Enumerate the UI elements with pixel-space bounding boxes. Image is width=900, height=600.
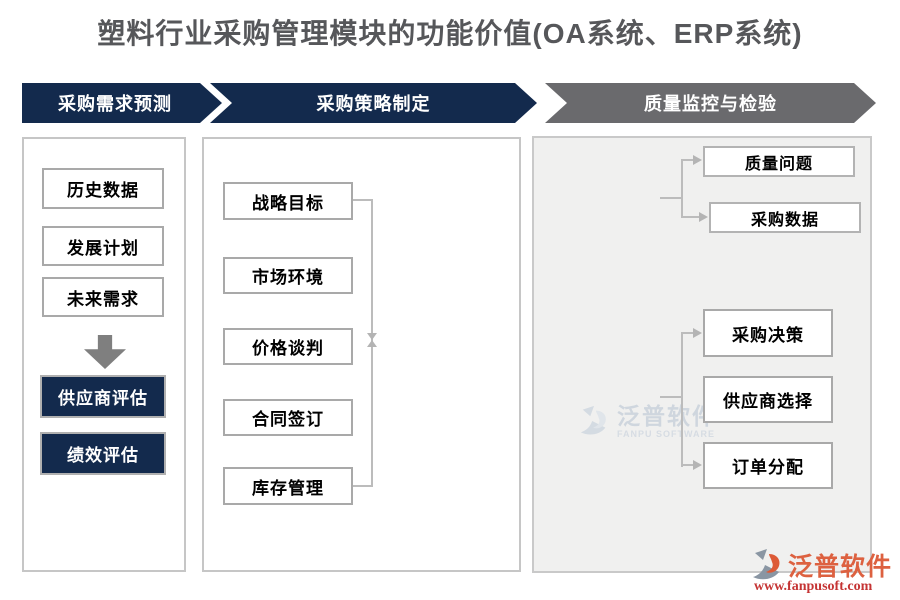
stage-banner-strategy: 采购策略制定 (210, 83, 537, 123)
box-inventory-management: 库存管理 (223, 467, 353, 505)
fanpu-watermark-icon (578, 403, 612, 444)
arrowhead-icon (693, 328, 702, 338)
arrowhead-icon (693, 460, 702, 470)
box-supplier-evaluation: 供应商评估 (40, 375, 166, 418)
box-procurement-decision: 采购决策 (703, 309, 833, 357)
stage-banner-demand-forecast: 采购需求预测 (22, 83, 222, 123)
connector-line (660, 396, 682, 398)
box-price-negotiation: 价格谈判 (223, 328, 353, 365)
page-title: 塑料行业采购管理模块的功能价值(OA系统、ERP系统) (97, 18, 803, 49)
watermark-subtitle: FANPU SOFTWARE (617, 429, 716, 439)
connector-line (681, 333, 683, 467)
box-procurement-data: 采购数据 (709, 202, 861, 233)
connector-line (353, 485, 373, 487)
fanpu-logo-icon (750, 547, 786, 588)
box-future-demand: 未来需求 (42, 277, 164, 317)
arrowhead-icon (699, 212, 708, 222)
connector-line (681, 464, 694, 466)
stage-banner-label: 采购策略制定 (316, 94, 431, 114)
box-quality-issues: 质量问题 (703, 146, 855, 177)
box-development-plan: 发展计划 (42, 226, 164, 266)
box-order-allocation: 订单分配 (703, 442, 833, 489)
arrowhead-icon (693, 155, 702, 165)
box-supplier-selection: 供应商选择 (703, 376, 833, 423)
stage-banner-quality: 质量监控与检验 (545, 83, 876, 123)
watermark-name: 泛普软件 (617, 403, 717, 429)
connector-line (353, 199, 373, 201)
box-market-environment: 市场环境 (223, 257, 353, 294)
connector-line (660, 197, 682, 199)
brand-url: www.fanpusoft.com (754, 579, 873, 594)
brand-name: 泛普软件 (788, 553, 893, 581)
connector-line (681, 159, 694, 161)
box-contract-signing: 合同签订 (223, 399, 353, 436)
connector-line (681, 332, 694, 334)
watermark-logo: 泛普软件 FANPU SOFTWARE (578, 403, 717, 444)
connector-line (681, 216, 700, 218)
box-history-data: 历史数据 (42, 168, 164, 209)
stage-banner-label: 采购需求预测 (58, 94, 172, 114)
connector-collapse-marker (367, 333, 377, 347)
box-performance-evaluation: 绩效评估 (40, 432, 166, 475)
box-strategic-goals: 战略目标 (223, 182, 353, 220)
stage-banner-label: 质量监控与检验 (644, 94, 777, 114)
connector-line (681, 160, 683, 218)
